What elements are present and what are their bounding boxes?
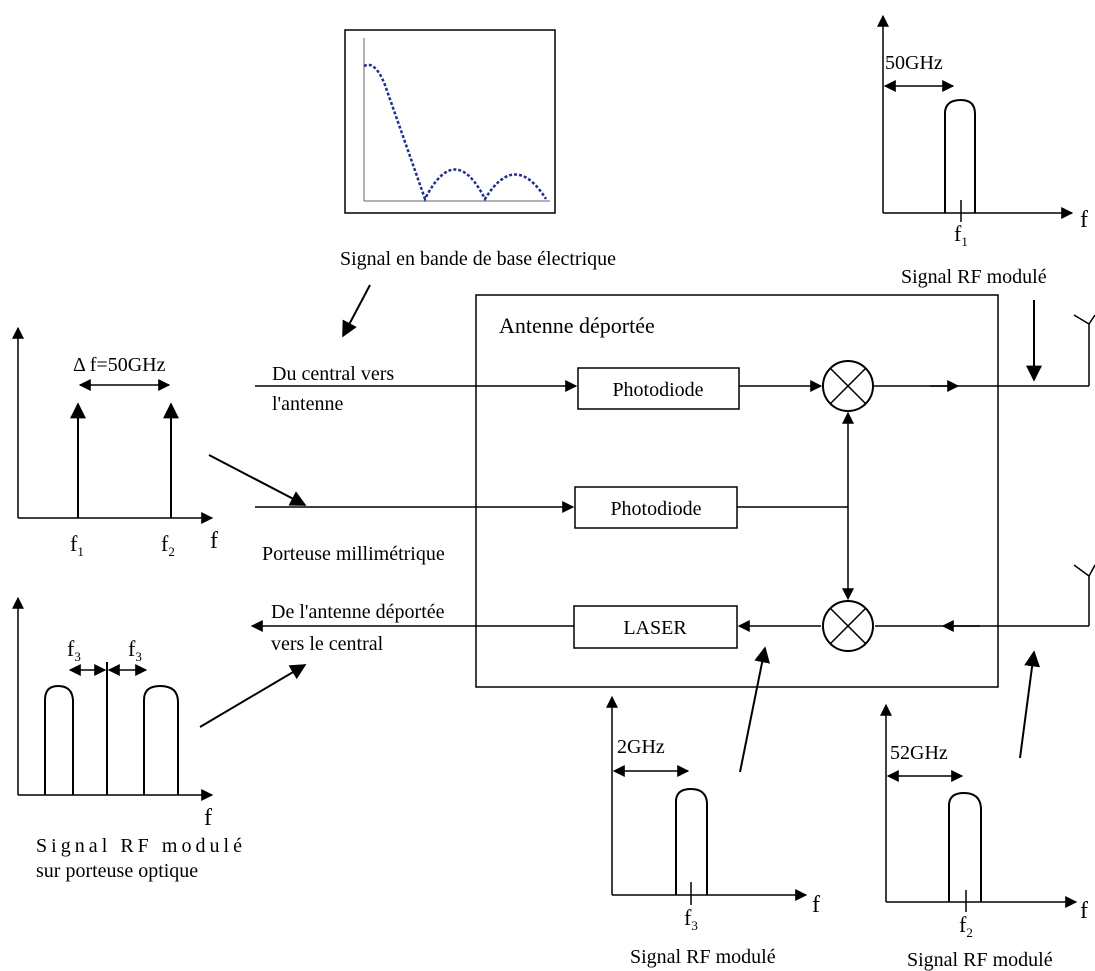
f3-mark-label: f3 [684,905,698,933]
axis-f-label: f [1080,898,1088,924]
rf-2ghz-caption: Signal RF modulé [630,946,776,968]
rf-spectrum-2ghz: 2GHz f3 f Signal RF modulé [606,695,820,968]
photodiode-2-label: Photodiode [610,498,701,520]
antenna-block-title: Antenne déportée [499,313,655,338]
tx-antenna-icon [1073,314,1095,325]
photodiode-1-box [577,367,740,410]
optical-rf-arrow [199,664,307,728]
rf-52ghz-caption: Signal RF modulé [907,949,1053,971]
freq-label-2ghz: 2GHz [617,736,665,758]
baseband-caption: Signal en bande de base électrique [340,248,616,270]
central-to-antenna-label-line1: Du central vers [272,363,394,385]
freq-label-52ghz: 52GHz [890,742,948,764]
laser-label: LASER [623,617,687,639]
photodiode-1-label: Photodiode [612,379,703,401]
axis-f-label: f [210,528,218,554]
mixer-top-icon [822,360,874,412]
two-tone-spectrum: Δ f=50GHz f1 f2 f [12,326,218,559]
rf-spectrum-52ghz: 52GHz f2 f Signal RF modulé [880,703,1088,971]
f1-label: f1 [70,531,84,559]
antenna-to-central-label-line1: De l'antenne déportée [271,601,445,623]
mixer-bottom-icon [822,600,874,652]
freq-label-50ghz: 50GHz [885,52,943,74]
two-tone-to-carrier-arrow [208,454,307,506]
f2-label: f2 [161,531,175,559]
f2-mark-label: f2 [959,912,973,940]
rf-spectrum-50ghz: 50GHz f1 f Signal RF modulé [877,14,1088,288]
optical-rf-spectrum: f3 f3 f Signal RF modulé sur porteuse op… [12,596,242,882]
optical-rf-caption-line1: Signal RF modulé [36,835,242,857]
laser-box [573,605,738,649]
antenna-to-central-label-line2: vers le central [271,633,384,655]
millimeter-carrier-label: Porteuse millimétrique [262,543,445,565]
axis-f-label: f [204,805,212,831]
rf-top-caption: Signal RF modulé [901,266,1047,288]
rx-antenna-icon [1073,564,1095,577]
axis-f-label: f [1080,207,1088,233]
f3-right-label: f3 [128,636,142,664]
f3-left-label: f3 [67,636,81,664]
axis-f-label: f [812,892,820,918]
photodiode-2-box [574,486,738,529]
delta-f-label: Δ f=50GHz [73,354,166,376]
rf-52ghz-up-arrow [1019,650,1041,759]
optical-rf-caption-line2: sur porteuse optique [36,860,198,882]
central-to-antenna-label-line2: l'antenne [272,393,343,415]
baseband-arrow [342,284,371,338]
f1-top-label: f1 [954,221,968,249]
baseband-inset-plot [344,29,556,214]
remote-antenna-block: Antenne déportée Photodiode Photodiode L… [475,294,999,688]
rf-2ghz-up-arrow [739,646,770,773]
